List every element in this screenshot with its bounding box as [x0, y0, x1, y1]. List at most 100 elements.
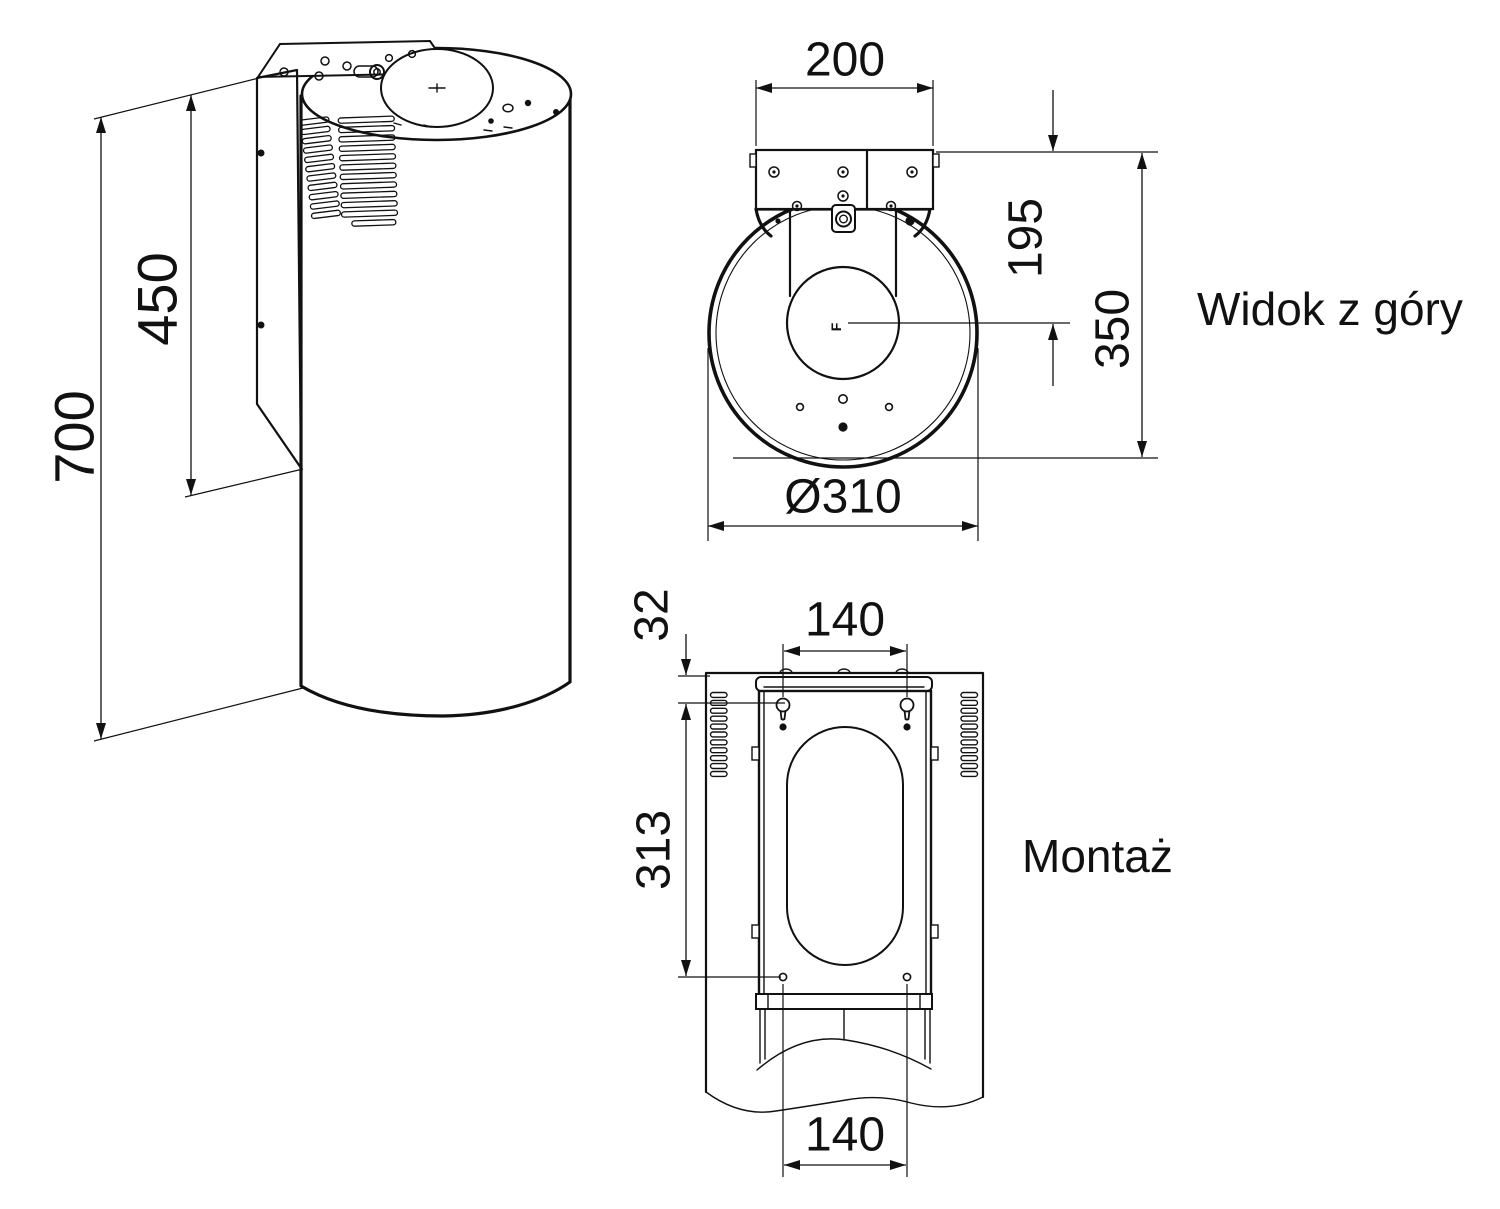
flue-legs	[759, 1008, 931, 1064]
vent-slat	[709, 723, 728, 730]
hood-outline-inner	[715, 205, 971, 461]
disk-holes	[393, 99, 559, 132]
vent-slat	[960, 731, 979, 738]
grille-slat	[306, 172, 337, 182]
bracket-hole	[257, 321, 265, 329]
grille-slat	[340, 190, 398, 200]
pin-hole	[775, 218, 781, 224]
grille-slat	[339, 162, 397, 171]
bracket-top-view	[749, 148, 940, 212]
bottom-hole	[902, 972, 912, 982]
grille-slat	[307, 181, 338, 192]
dim-32-text: 32	[626, 588, 679, 641]
grille-slat	[304, 153, 335, 164]
dim-bracket-height: 450	[126, 95, 304, 498]
grille-slat	[300, 125, 331, 136]
duct-center-mark	[428, 83, 446, 93]
dim-diameter: Ø310	[707, 348, 979, 541]
grille-left-column	[299, 116, 342, 220]
vent-slat	[960, 707, 979, 714]
vent-slat	[709, 747, 728, 754]
vent-slat	[960, 770, 979, 778]
grille-slat	[310, 209, 342, 220]
grille-slat	[340, 200, 398, 209]
break-wave-inner	[756, 1038, 932, 1071]
grille-slat	[338, 134, 396, 143]
grille-slat	[308, 190, 339, 201]
vent-slat	[960, 699, 979, 707]
grille-slat	[309, 200, 340, 210]
grille-slat	[338, 143, 396, 153]
vent-slat	[709, 755, 728, 762]
grille-slat	[340, 209, 399, 218]
vent-slots-left	[709, 691, 728, 778]
dim-hole-spacing-top: 140	[782, 594, 908, 697]
center-clip	[831, 204, 856, 233]
dim-bracket-width: 200	[755, 34, 934, 146]
vent-slat	[709, 691, 728, 699]
grille-slat	[339, 181, 398, 190]
center-f-mark: F	[828, 322, 844, 331]
dim-center-offset: 195	[936, 90, 1158, 386]
screw-dot	[903, 723, 911, 731]
grille-slat	[302, 144, 333, 154]
vent-slat	[960, 755, 979, 762]
dim-total-depth: 350	[733, 153, 1158, 459]
vent-slat	[960, 715, 979, 722]
dim-310-text: Ø310	[784, 471, 901, 524]
grille-slat	[299, 116, 330, 126]
dim-hole-vertical: 313	[628, 704, 781, 978]
wall-bracket	[255, 68, 303, 470]
mounting-view: 32 313 140 140 Montaż	[626, 588, 1173, 1177]
bracket-hole	[257, 149, 265, 157]
dim-total-height: 700	[43, 77, 304, 742]
vent-slat	[709, 770, 728, 778]
dim-top-offset: 32	[626, 588, 785, 704]
vent-slots-right	[960, 691, 979, 778]
dim-700-text: 700	[43, 390, 106, 483]
dim-313-text: 313	[628, 810, 681, 890]
vent-slat	[709, 715, 728, 722]
vent-slat	[709, 739, 728, 746]
grille-slat	[305, 162, 336, 173]
vent-slat	[960, 762, 979, 770]
dim-350-text: 350	[1087, 289, 1140, 369]
cylinder-body	[299, 90, 572, 718]
isometric-view: 700 450	[43, 39, 573, 742]
vent-slat	[709, 707, 728, 714]
grille-slat	[301, 134, 332, 145]
grille-slat	[339, 171, 397, 181]
dim-140-top-text: 140	[805, 594, 885, 647]
panel-top-bumps	[779, 668, 909, 674]
back-panel	[704, 671, 985, 1099]
grille-slat	[338, 153, 397, 162]
mounting-plate	[757, 689, 933, 1010]
dim-195-text: 195	[1000, 198, 1053, 278]
grille-slat	[337, 124, 396, 134]
plate-tabs	[751, 746, 939, 939]
break-wave-outer	[705, 1091, 984, 1113]
dim-450-text: 450	[126, 252, 189, 345]
vent-slat	[960, 691, 979, 699]
grille-slat	[337, 115, 395, 124]
vent-slat	[960, 739, 979, 746]
grille-slat	[351, 218, 397, 227]
vent-slat	[960, 747, 979, 754]
keyhole-slots	[775, 697, 915, 721]
vent-slat	[709, 731, 728, 738]
inner-channel	[788, 209, 898, 298]
screw-dot	[779, 723, 787, 731]
face-holes	[795, 393, 894, 412]
oval-cutout	[786, 726, 904, 966]
vent-slat	[960, 723, 979, 730]
dim-200-text: 200	[805, 34, 885, 87]
dim-hole-spacing-bottom: 140	[782, 984, 908, 1177]
dim-140-bottom-text: 140	[805, 1109, 885, 1162]
pin-hole	[905, 216, 915, 226]
mounting-view-label: Montaż	[1022, 830, 1173, 882]
vent-slat	[709, 762, 728, 770]
grille-right-column	[337, 115, 399, 227]
face-hole-filled	[838, 422, 848, 432]
